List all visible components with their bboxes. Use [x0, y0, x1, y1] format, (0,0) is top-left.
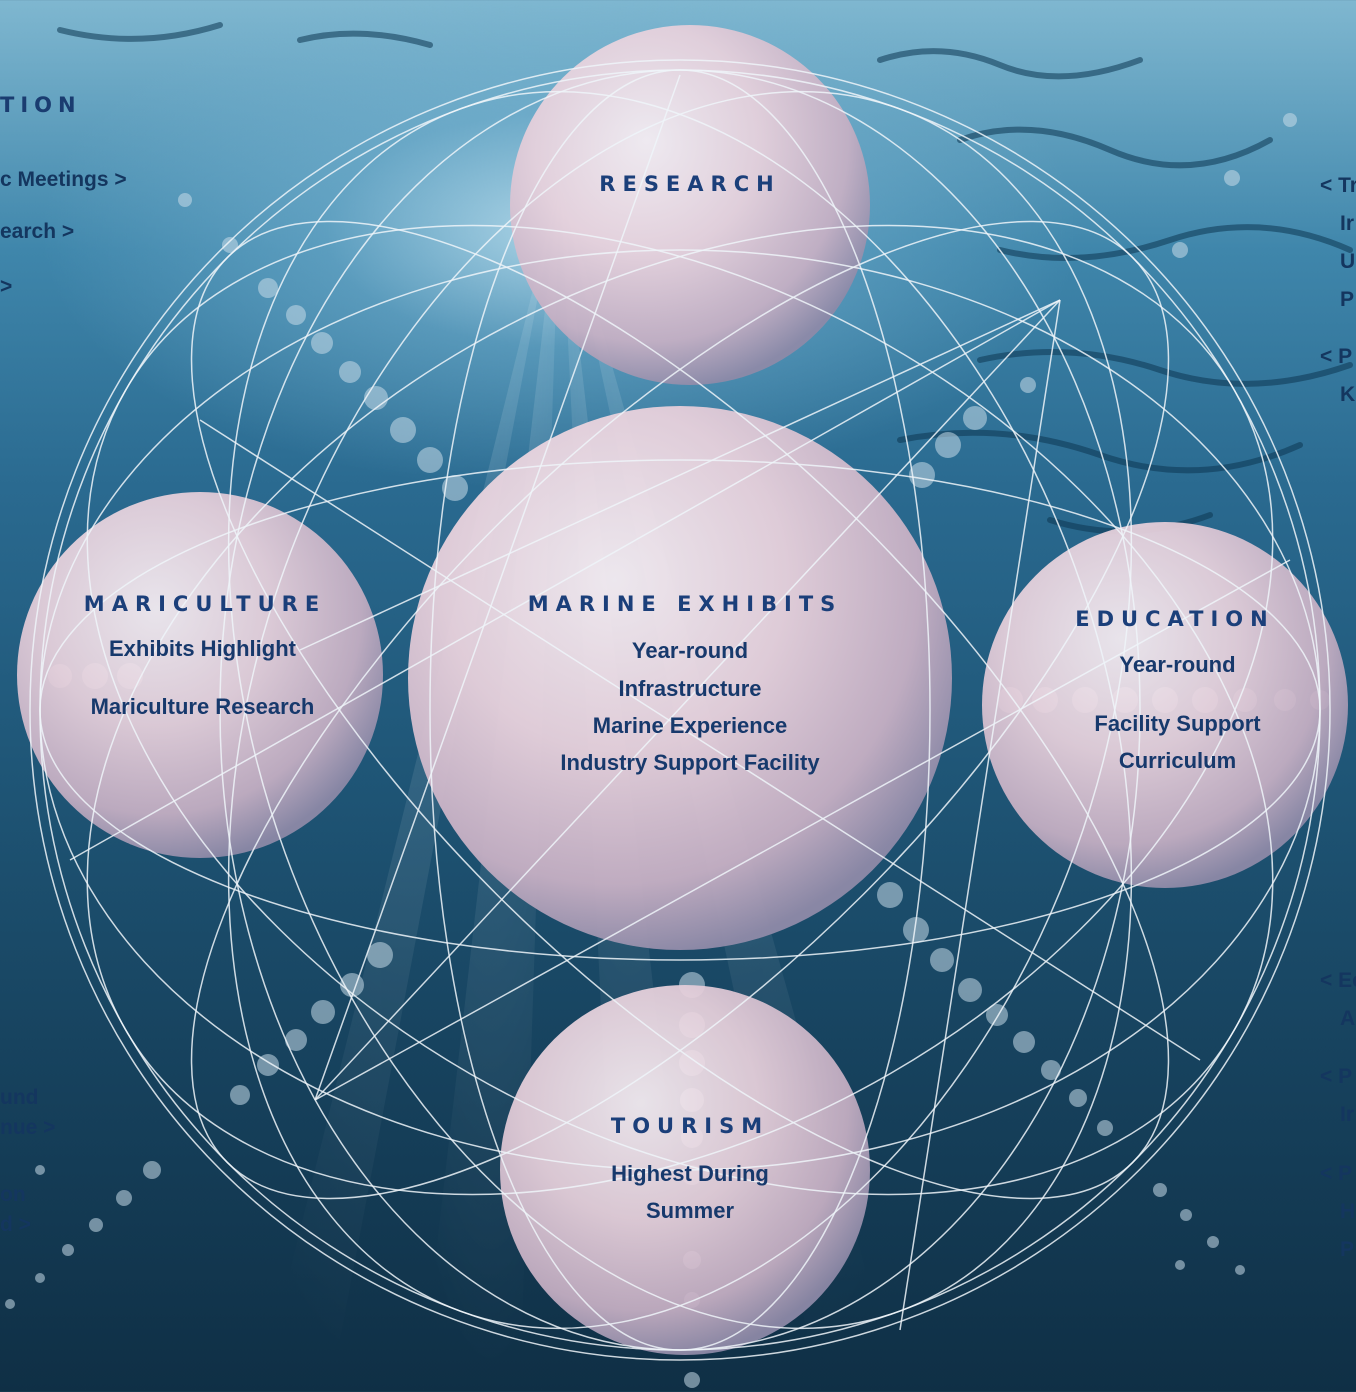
mariculture-line: Mariculture Research	[90, 694, 315, 719]
left-panel-item: c Meetings >	[0, 168, 127, 191]
research-title: RESEARCH	[599, 172, 781, 196]
left-panel-bottom-line: nue >	[0, 1116, 56, 1139]
right-panel-bottom-group: < P H P	[1320, 1155, 1355, 1269]
marine-exhibits-line: Infrastructure	[618, 676, 762, 701]
marine-exhibits-line: Industry Support Facility	[560, 750, 820, 775]
right-panel-line: < P	[1320, 1162, 1353, 1185]
right-panel-line: < P	[1320, 345, 1353, 368]
right-panel-line: < P	[1320, 1065, 1353, 1088]
right-panel-line: P	[1340, 1238, 1355, 1261]
right-panel-line: P	[1340, 288, 1355, 311]
right-panel-line: K	[1340, 383, 1356, 406]
right-panel-line: U	[1340, 250, 1356, 273]
education-line: Year-round	[1119, 652, 1236, 677]
mariculture-line: Exhibits Highlight	[109, 636, 296, 661]
left-panel-bottom-item: on d >	[0, 1180, 31, 1240]
right-panel-line: < Ec	[1320, 969, 1356, 992]
right-panel-line: Ir	[1340, 1103, 1355, 1126]
right-panel-line: Ir	[1340, 212, 1355, 235]
right-panel-group: < Tr Ir U P	[1320, 167, 1356, 319]
right-panel-line: A	[1340, 1007, 1356, 1030]
marine-exhibits-line: Year-round	[631, 638, 749, 663]
left-panel-bottom-item: und nue >	[0, 1083, 55, 1143]
right-panel-group: < P K	[1320, 338, 1355, 414]
water-surface-texture	[57, 22, 1353, 535]
education-line: Facility Support	[1094, 711, 1261, 736]
sphere-education	[982, 522, 1348, 888]
education-line: Curriculum	[1118, 748, 1237, 773]
marine-exhibits-line: Marine Experience	[592, 713, 788, 738]
right-panel-line: H	[1340, 1200, 1356, 1223]
tourism-title: TOURISM	[610, 1114, 770, 1138]
right-panel-line: < Tr	[1320, 174, 1356, 197]
right-panel-bottom-group: < P Ir	[1320, 1058, 1354, 1134]
left-panel-item: >	[0, 275, 13, 298]
left-panel-bottom-line: d >	[0, 1213, 31, 1236]
left-panel-item: earch >	[0, 220, 75, 243]
left-panel-bottom-line: on	[0, 1183, 26, 1206]
tourism-line: Highest During	[611, 1161, 769, 1186]
right-panel-bottom-group: < Ec A	[1320, 962, 1356, 1038]
tourism-line: Summer	[645, 1198, 735, 1223]
sphere-mariculture	[17, 492, 383, 858]
education-title: EDUCATION	[1075, 607, 1275, 631]
mariculture-title: MARICULTURE	[83, 592, 327, 616]
left-panel-bottom-line: und	[0, 1086, 39, 1109]
marine-exhibits-title: MARINE EXHIBITS	[527, 592, 843, 616]
sphere-research	[510, 25, 870, 385]
left-panel-title: TION	[0, 93, 82, 117]
